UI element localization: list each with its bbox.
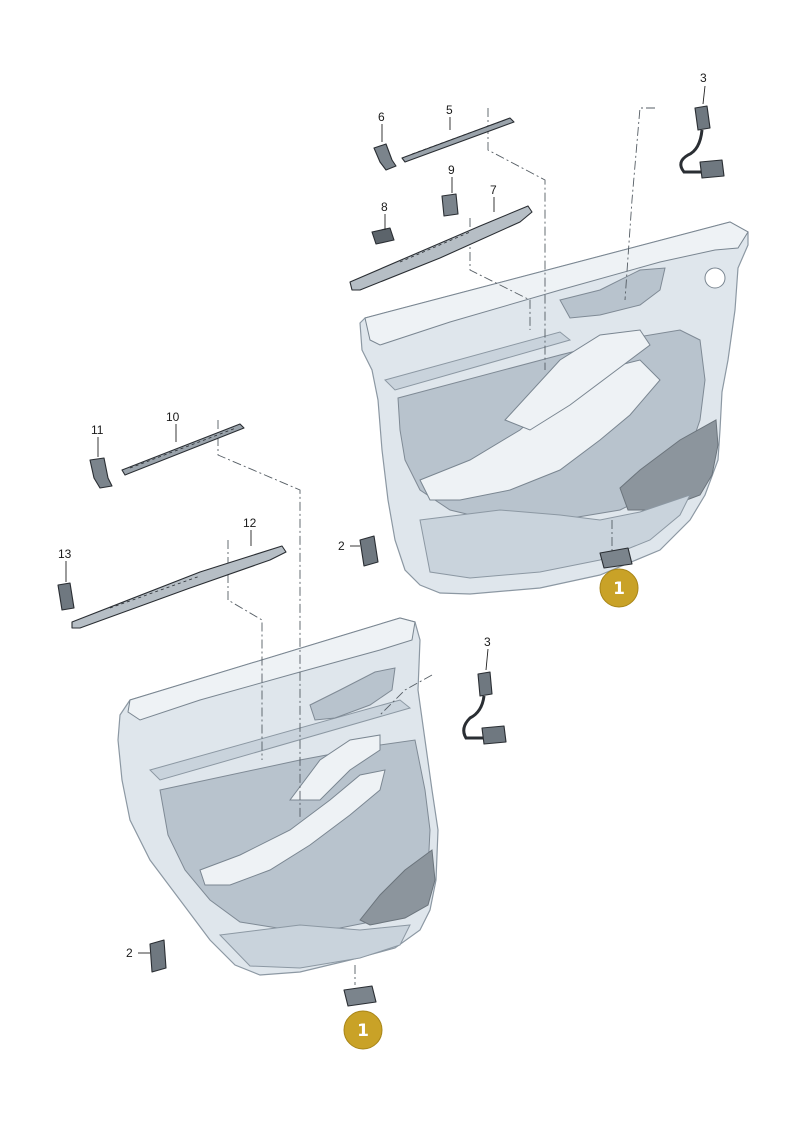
callout-7: 7 — [490, 183, 497, 197]
callout-10: 10 — [166, 410, 180, 424]
callout-5: 5 — [446, 103, 453, 117]
callout-2-rear: 2 — [126, 946, 133, 960]
callout-13: 13 — [58, 547, 72, 561]
rear-connector — [57, 582, 75, 611]
callout-2-front: 2 — [338, 539, 345, 553]
rear-cable-light — [462, 671, 507, 745]
rear-bottom-clip — [149, 939, 167, 973]
rear-upper-trim-strip — [121, 423, 245, 476]
callout-3-lower: 3 — [484, 635, 491, 649]
rear-decorative-strip — [71, 545, 287, 629]
callout-11: 11 — [91, 423, 104, 437]
callout-3-upper: 3 — [700, 71, 707, 85]
rear-switch — [343, 985, 377, 1007]
callout-leaders — [65, 85, 706, 954]
badge-1-front[interactable]: 1 — [599, 568, 639, 608]
callout-9: 9 — [448, 163, 455, 177]
callout-6: 6 — [378, 110, 385, 124]
front-door-trim-panel — [359, 221, 749, 595]
badge-1-rear[interactable]: 1 — [343, 1010, 383, 1050]
front-cable-light — [679, 105, 725, 179]
front-switch — [599, 547, 633, 569]
callout-12: 12 — [243, 516, 257, 530]
front-clip — [441, 193, 459, 217]
badge-1-front-label: 1 — [613, 579, 625, 599]
badge-1-rear-label: 1 — [357, 1021, 369, 1041]
rear-door-trim-panel — [117, 617, 439, 976]
front-bottom-clip — [359, 535, 379, 567]
rear-end-cap — [89, 457, 113, 489]
front-connector — [371, 227, 395, 245]
front-upper-trim-strip — [401, 117, 515, 163]
callout-8: 8 — [381, 200, 388, 214]
front-end-cap — [373, 143, 397, 171]
front-decorative-strip — [349, 205, 533, 291]
